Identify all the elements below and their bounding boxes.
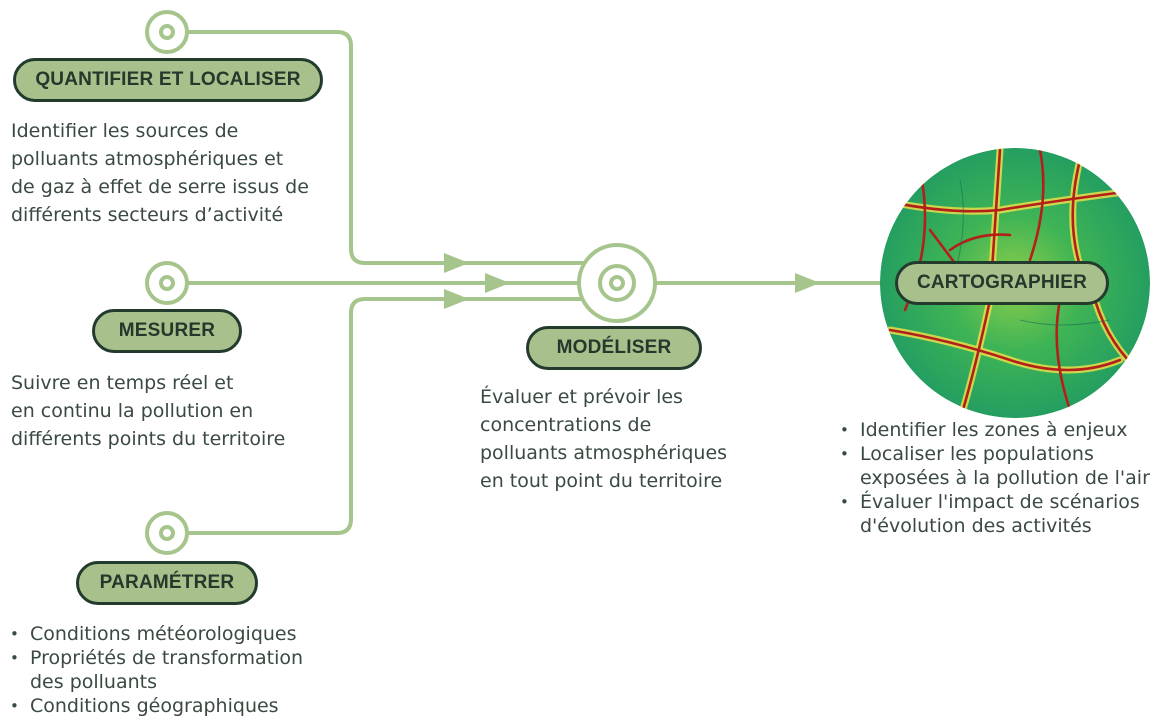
quantifier-line: de gaz à effet de serre issus de <box>11 176 309 198</box>
cartographier-bullets: Identifier les zones à enjeux Localiser … <box>836 418 1150 538</box>
bullet-item: Conditions météorologiques <box>6 622 303 646</box>
ring-icon-quantifier <box>145 10 189 54</box>
modeliser-line: polluants atmosphériques <box>480 442 728 464</box>
modeliser-line: concentrations de <box>480 414 652 436</box>
mesurer-description: Suivre en temps réel et en continu la po… <box>11 369 285 453</box>
parametrer-pill: PARAMÉTRER <box>76 561 258 605</box>
bullet-item: Localiser les populations exposées à la … <box>836 442 1150 490</box>
bullet-line: exposées à la pollution de l'air <box>860 467 1150 489</box>
arrow-parametrer <box>444 289 469 309</box>
modeliser-pill: MODÉLISER <box>526 326 702 370</box>
mesurer-line: différents points du territoire <box>11 428 286 450</box>
bullet-line: Évaluer l'impact de scénarios <box>860 491 1140 513</box>
quantifier-line: différents secteurs d’activité <box>11 204 284 226</box>
arrow-quantifier <box>444 253 469 273</box>
arrow-mesurer <box>485 273 510 293</box>
bullet-line: Identifier les zones à enjeux <box>860 419 1128 441</box>
modeliser-line: en tout point du territoire <box>480 470 723 492</box>
mesurer-line: Suivre en temps réel et <box>11 372 234 394</box>
bullet-line: des polluants <box>30 671 158 693</box>
mesurer-pill: MESURER <box>92 309 242 353</box>
ring-icon-parametrer <box>145 511 189 555</box>
ring-icon-mesurer <box>145 261 189 305</box>
mesurer-line: en continu la pollution en <box>11 400 254 422</box>
quantifier-line: Identifier les sources de <box>11 120 239 142</box>
hub-icon-modeliser <box>577 243 657 323</box>
bullet-line: Conditions météorologiques <box>30 623 297 645</box>
connector-parametrer <box>187 297 592 535</box>
cartographier-pill: CARTOGRAPHIER <box>895 261 1109 305</box>
quantifier-line: polluants atmosphériques et <box>11 148 284 170</box>
quantifier-pill: QUANTIFIER ET LOCALISER <box>13 58 323 102</box>
quantifier-description: Identifier les sources de polluants atmo… <box>11 117 309 229</box>
bullet-line: Conditions géographiques <box>30 695 279 717</box>
arrow-output <box>795 273 820 293</box>
bullet-line: d'évolution des activités <box>860 515 1092 537</box>
bullet-item: Propriétés de transformation des polluan… <box>6 646 303 694</box>
bullet-item: Conditions géographiques <box>6 694 303 718</box>
arrowheads <box>444 253 820 309</box>
bullet-item: Évaluer l'impact de scénarios d'évolutio… <box>836 490 1150 538</box>
bullet-line: Localiser les populations <box>860 443 1094 465</box>
connector-quantifier <box>187 30 592 265</box>
modeliser-line: Évaluer et prévoir les <box>480 386 683 408</box>
parametrer-bullets: Conditions météorologiques Propriétés de… <box>6 622 303 718</box>
modeliser-description: Évaluer et prévoir les concentrations de… <box>480 383 727 495</box>
bullet-line: Propriétés de transformation <box>30 647 304 669</box>
bullet-item: Identifier les zones à enjeux <box>836 418 1150 442</box>
